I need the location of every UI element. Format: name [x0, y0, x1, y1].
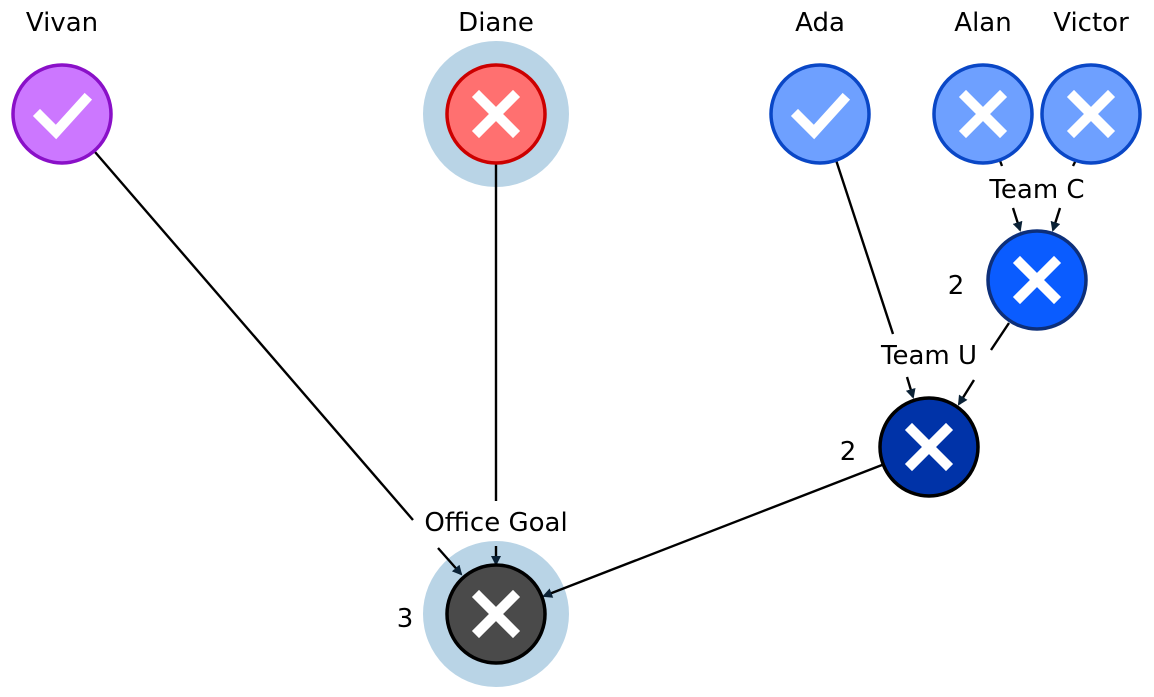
person-circle — [11, 63, 113, 165]
group-count-label: 2 — [840, 437, 857, 467]
person-name-label: Ada — [795, 8, 845, 38]
person-name-label: Diane — [458, 8, 534, 38]
cross-icon — [471, 89, 521, 139]
group-count-label: 2 — [948, 271, 965, 301]
person-circle — [769, 63, 871, 165]
edge-alan-team-c-arrow — [1011, 207, 1023, 232]
group-name-label: Team U — [880, 341, 977, 371]
person-node-victor[interactable]: Victor — [1040, 8, 1142, 165]
cross-icon — [1012, 255, 1062, 305]
person-name-label: Vivan — [26, 8, 98, 38]
edge-ada-team-u-arrow — [905, 376, 916, 399]
group-node-team-c[interactable]: Team C 2 — [948, 175, 1088, 331]
cross-icon — [471, 589, 521, 639]
cross-icon — [904, 422, 954, 472]
group-node-office-goal[interactable]: Office Goal 3 — [397, 508, 568, 665]
person-name-label: Alan — [954, 8, 1011, 38]
group-name-label: Team C — [988, 175, 1084, 205]
check-icon — [32, 92, 93, 140]
cross-icon — [958, 89, 1008, 139]
edge-vivan-office-goal — [94, 151, 414, 521]
person-node-ada[interactable]: Ada — [769, 8, 871, 165]
edge-team-c-team-u-arrow — [957, 379, 976, 406]
person-node-diane[interactable]: Diane — [445, 8, 547, 165]
cross-icon — [1066, 89, 1116, 139]
edge-vivan-office-goal-arrow — [437, 547, 463, 576]
group-node-team-u[interactable]: Team U 2 — [840, 341, 980, 498]
person-node-vivan[interactable]: Vivan — [11, 8, 113, 165]
group-count-label: 3 — [397, 604, 414, 634]
person-name-label: Victor — [1053, 8, 1129, 38]
person-node-alan[interactable]: Alan — [932, 8, 1034, 165]
edge-victor-team-c-arrow — [1050, 207, 1062, 232]
edge-team-c-team-u — [990, 322, 1010, 351]
check-icon — [790, 92, 851, 140]
group-name-label: Office Goal — [424, 508, 567, 538]
edge-ada-team-u — [834, 159, 895, 335]
edge-team-u-office-goal — [542, 463, 883, 598]
